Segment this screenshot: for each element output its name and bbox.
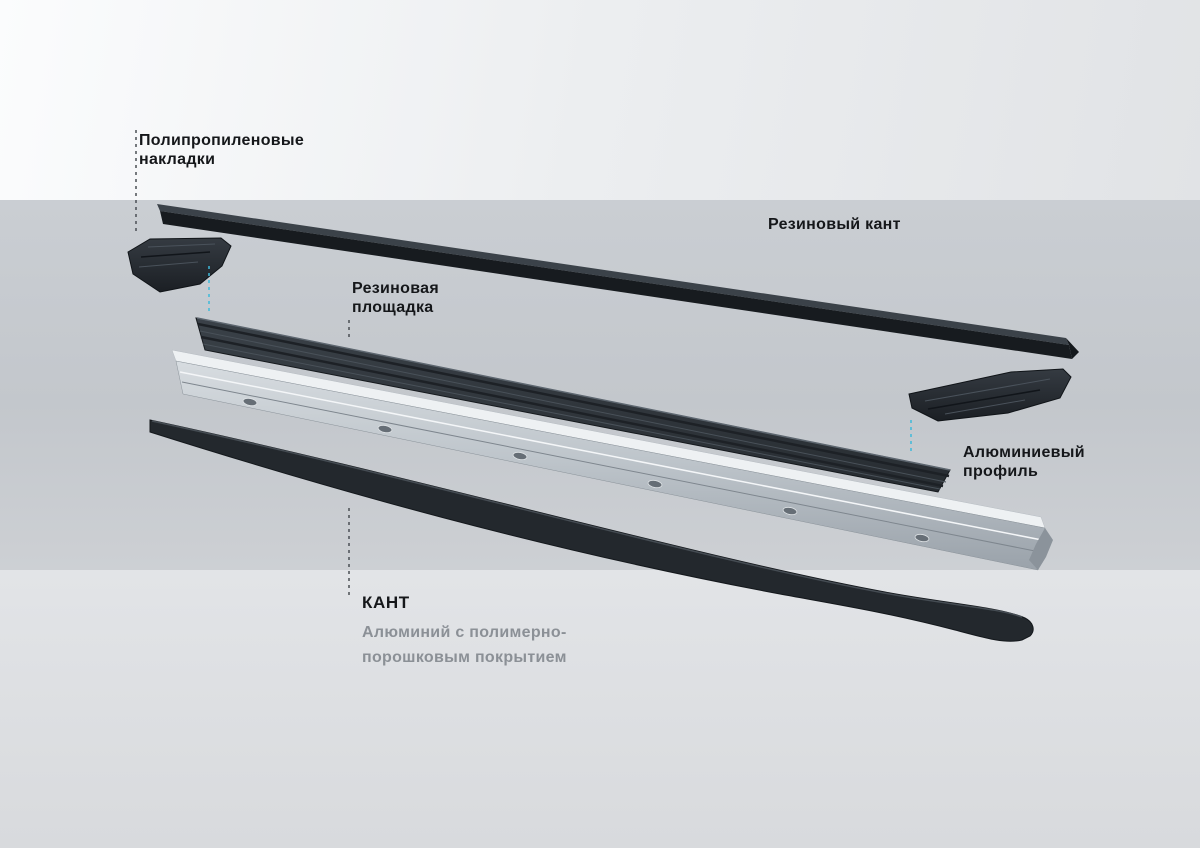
polypropylene-cap-left xyxy=(127,237,232,293)
label-aluminum-profile-line2: профиль xyxy=(963,463,1039,480)
label-polypropylene-caps-line1: Полипропиленовые xyxy=(139,132,305,149)
aluminum-profile-serrated-end xyxy=(1029,528,1053,570)
label-rubber-pad-line1: Резиновая xyxy=(352,280,439,297)
label-rubber-pad: Резиновая площадка xyxy=(352,279,439,317)
rubber-edge-front-face xyxy=(160,211,1072,359)
rubber-edge-end-tip xyxy=(1066,338,1079,359)
label-rubber-pad-line2: площадка xyxy=(352,299,434,316)
aluminum-profile-holes xyxy=(242,397,930,543)
aluminum-profile-top-edge xyxy=(171,349,1046,529)
label-kant-title: КАНТ xyxy=(362,593,410,612)
label-kant-subtitle-line2: порошковым покрытием xyxy=(362,649,567,666)
label-polypropylene-caps: Полипропиленовые накладки xyxy=(139,131,304,169)
rubber-edge-strip xyxy=(157,204,1079,359)
polypropylene-cap-right xyxy=(908,368,1072,422)
label-aluminum-profile: Алюминиевый профиль xyxy=(963,443,1085,481)
label-kant-subtitle: Алюминий с полимерно- порошковым покрыти… xyxy=(362,620,567,670)
label-rubber-edge: Резиновый кант xyxy=(768,216,901,233)
aluminum-profile xyxy=(171,349,1053,571)
label-aluminum-profile-line1: Алюминиевый xyxy=(963,444,1085,461)
rubber-edge-top-face xyxy=(157,204,1069,345)
rubber-pad-platform xyxy=(195,317,951,493)
label-kant-subtitle-line1: Алюминий с полимерно- xyxy=(362,624,567,641)
kant-edge xyxy=(149,419,1034,642)
label-polypropylene-caps-line2: накладки xyxy=(139,151,216,168)
